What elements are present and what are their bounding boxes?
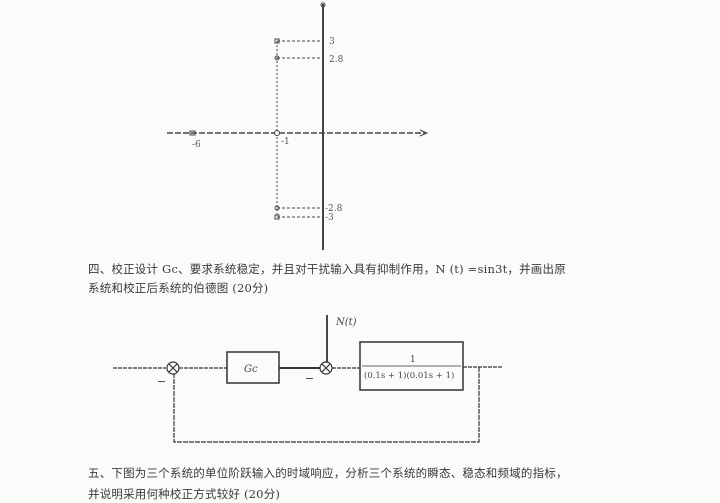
axis-arrow [320, 2, 326, 8]
pole-zero-plot [167, 2, 429, 250]
question4-points: (20分) [232, 281, 269, 295]
summing-cross [168, 363, 178, 373]
zero-marker [274, 38, 280, 44]
plant-denominator: (0.1s + 1)(0.01s + 1) [364, 370, 454, 381]
question5-points: (20分) [243, 487, 281, 501]
disturbance-label: N(t) [335, 317, 357, 328]
summing-cross [321, 363, 331, 373]
pole-marker [274, 130, 280, 136]
plant-block [359, 341, 464, 391]
question4-line1: 四、校正设计 Gc、要求系统稳定，并且对干扰输入具有抑制作用，N (t) =si… [88, 262, 566, 276]
minus-sign-2: − [305, 372, 314, 385]
question5-line2: 并说明采用何种校正方式较好 (20分) [88, 486, 280, 502]
zero-marker [189, 130, 196, 136]
label-neg-3: -3 [325, 213, 334, 223]
pole-marker [274, 205, 280, 211]
question5-line1: 五、下图为三个系统的单位阶跃输入的时域响应，分析三个系统的瞬态、稳态和频域的指标… [88, 466, 568, 480]
feedback-line [173, 367, 480, 443]
label-neg-6: -6 [192, 140, 201, 150]
question4-line2-text: 系统和校正后系统的伯德图 [88, 281, 229, 295]
label-2-8: 2.8 [329, 55, 344, 65]
question4-line2: 系统和校正后系统的伯德图 (20分) [88, 280, 268, 296]
label-neg-1: -1 [281, 137, 290, 147]
axis-arrow [419, 129, 429, 137]
label-3: 3 [329, 37, 335, 47]
zero-marker [274, 214, 280, 220]
controller-label: Gc [244, 364, 258, 375]
block-diagram [113, 315, 502, 443]
label-neg-2-8: -2.8 [325, 204, 343, 214]
question5-line2-text: 并说明采用何种校正方式较好 [88, 487, 241, 501]
minus-sign-1: − [157, 375, 166, 388]
pole-marker [274, 55, 280, 61]
plant-numerator: 1 [410, 355, 416, 365]
